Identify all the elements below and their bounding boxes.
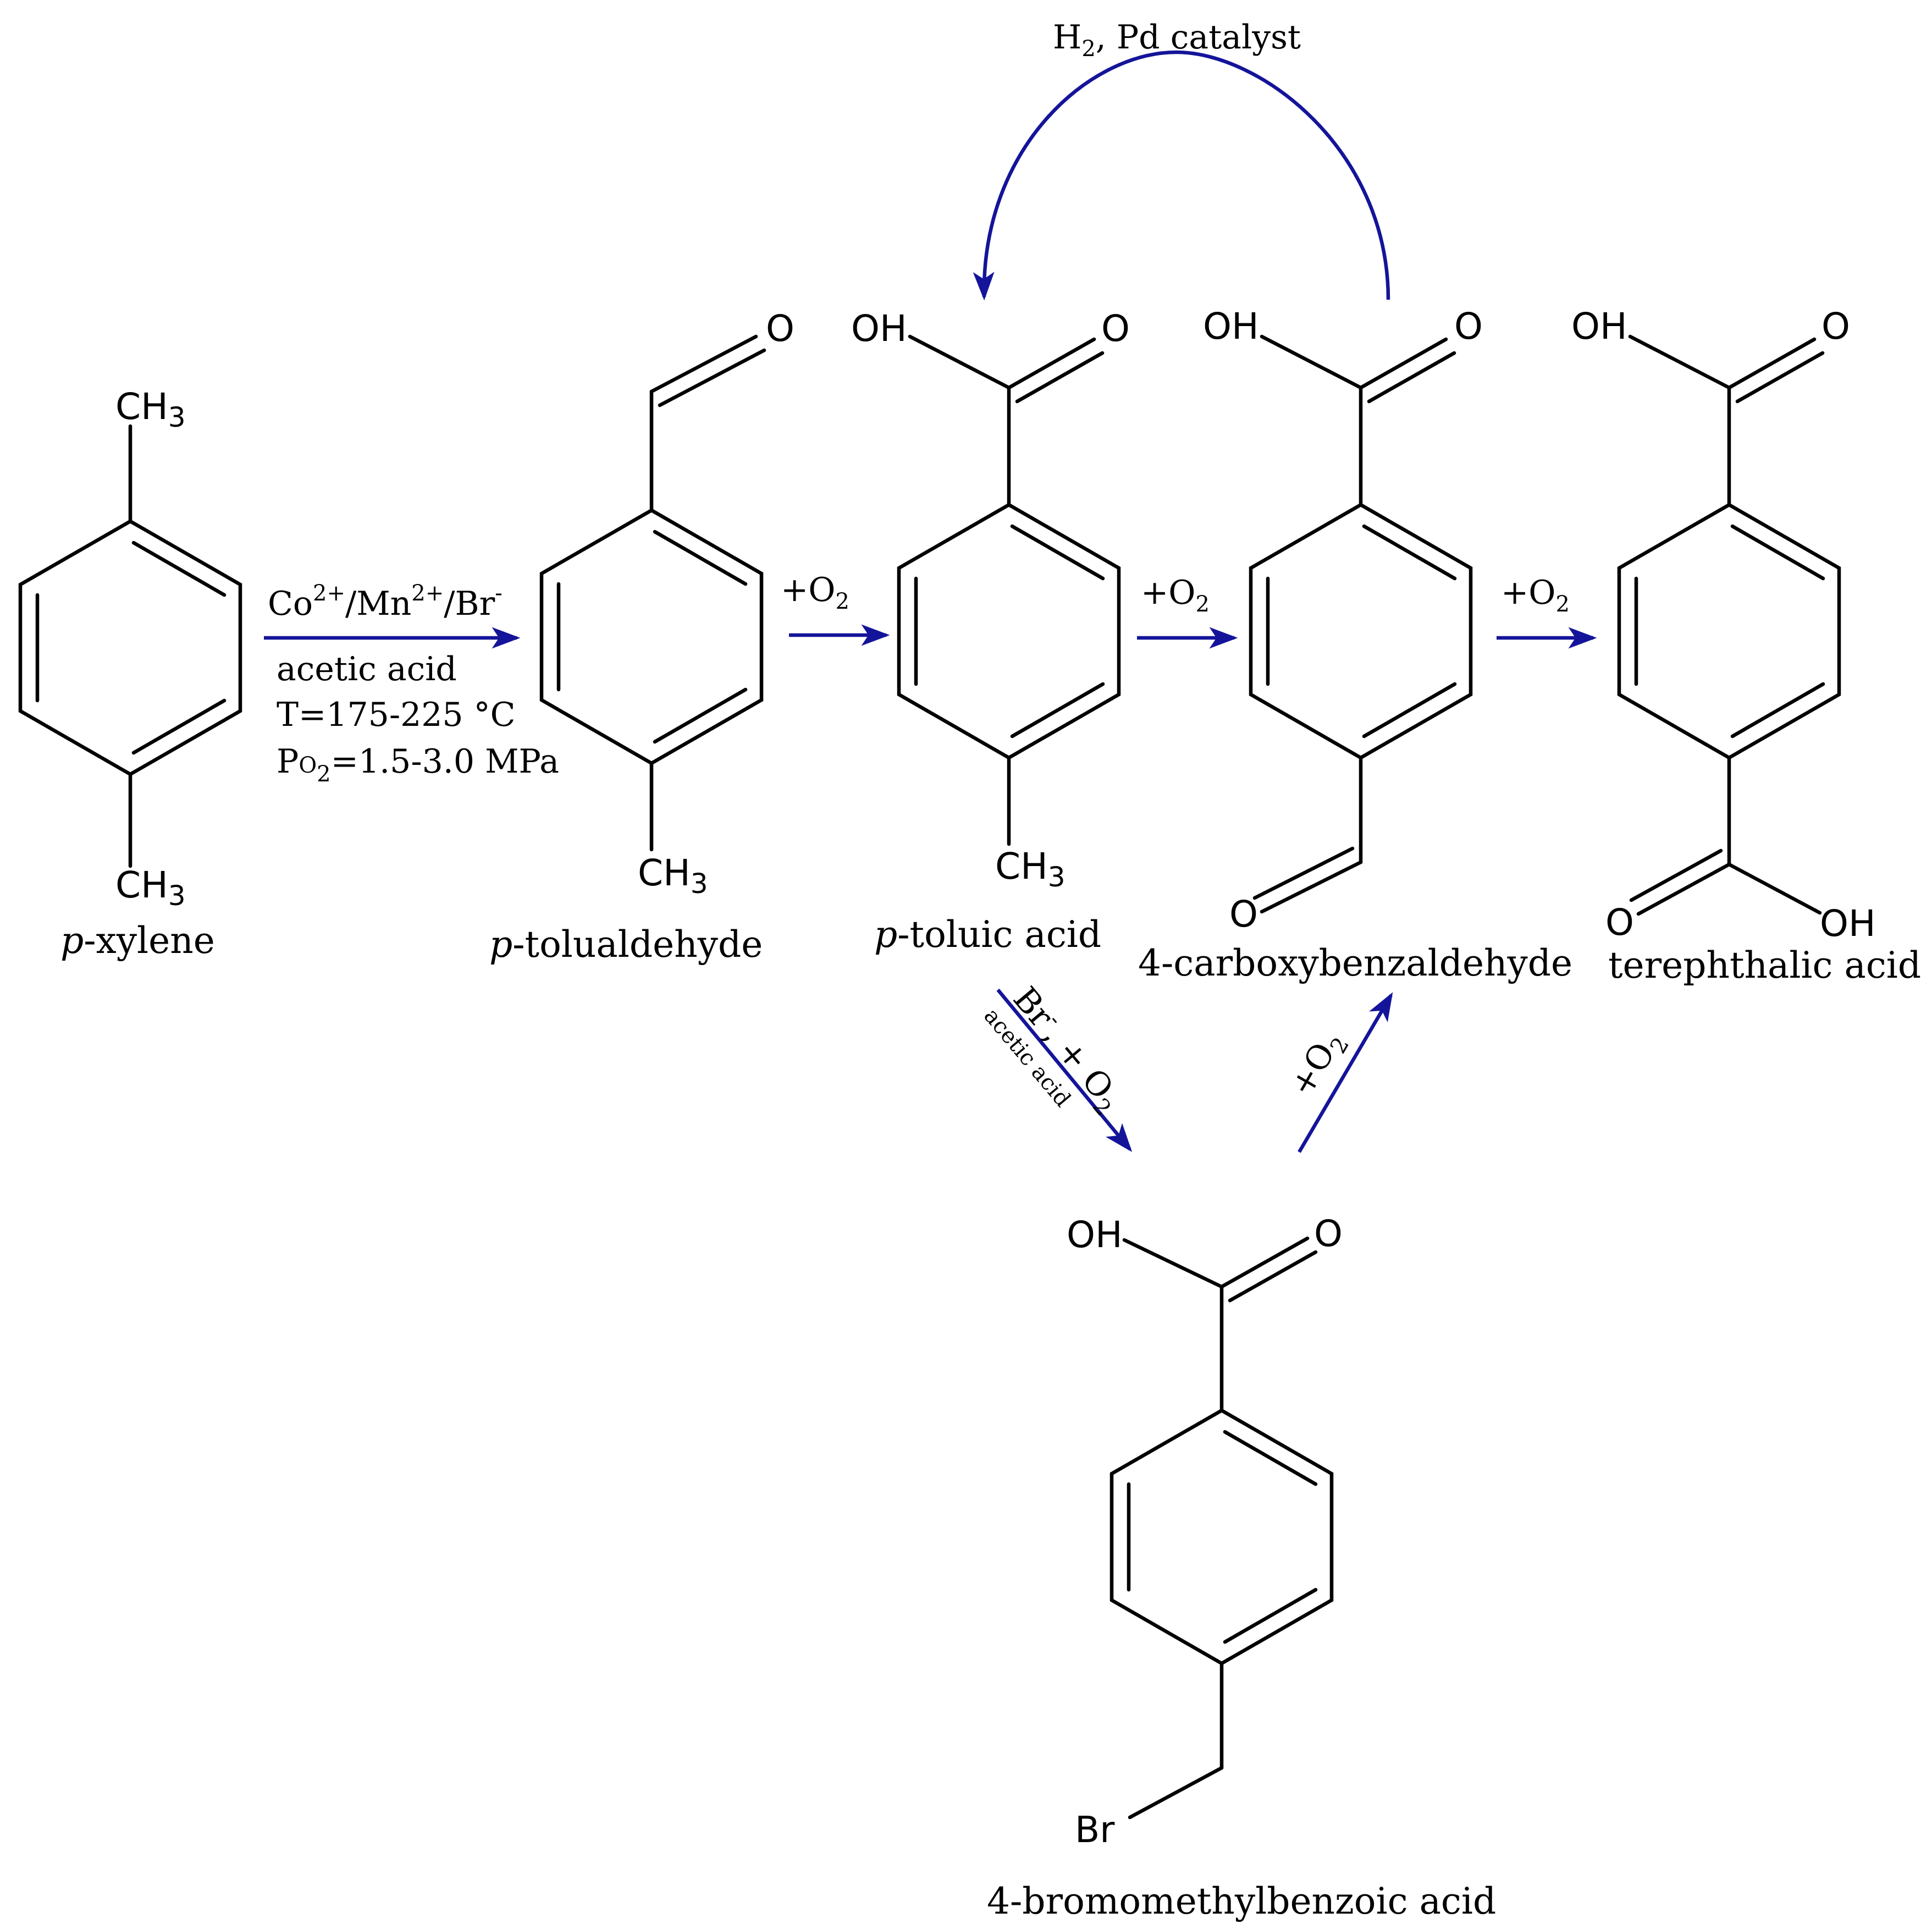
oxidation-conditions: +O2	[1282, 1024, 1354, 1105]
bromination-conditions: Br-, + O2 acetic acid	[979, 980, 1120, 1121]
methyl-label: CH3	[995, 845, 1066, 893]
hydroxyl-label: OH	[1067, 1214, 1123, 1256]
terephthalic-acid-name: terephthalic acid	[1608, 944, 1921, 986]
bromine-label: Br	[1075, 1809, 1115, 1851]
hydrogenation-curved-arrow	[973, 50, 1390, 301]
4-bromomethylbenzoic-acid-name: 4-bromomethylbenzoic acid	[987, 1880, 1496, 1922]
benzene-ring	[897, 503, 1121, 760]
p-tolualdehyde-name: p-tolualdehyde	[489, 923, 763, 966]
oxygen-label-step-4: +O2	[1501, 574, 1570, 617]
benzene-ring	[18, 519, 242, 776]
terephthalic-acid-structure: OH O O OH	[1571, 305, 1876, 945]
4-carboxybenzaldehyde-structure: OH O O	[1203, 305, 1483, 935]
carbonyl-oxygen-top-label: O	[1821, 305, 1850, 348]
hydroxyl-label: OH	[1203, 305, 1259, 348]
methyl-bottom-label: CH3	[115, 864, 186, 912]
aldehyde-oxygen-label: O	[766, 307, 794, 350]
carbonyl-oxygen-label: O	[1314, 1212, 1343, 1255]
carbonyl-oxygen-bottom-label: O	[1605, 901, 1634, 944]
hydroxyl-top-label: OH	[1571, 305, 1627, 348]
hydroxyl-label: OH	[851, 307, 907, 350]
p-toluic-acid-name: p-toluic acid	[874, 913, 1101, 956]
p-xylene-structure: CH3 CH3	[18, 385, 242, 912]
temperature-label: T=175-225 °C	[277, 696, 516, 734]
oxygen-label-branch: +O2	[1282, 1024, 1354, 1105]
catalyst-label: Co2+/Mn2+/Br-	[268, 581, 503, 623]
methyl-top-label: CH3	[115, 385, 186, 433]
solvent-label: acetic acid	[277, 650, 457, 688]
benzene-ring	[1617, 503, 1841, 760]
4-carboxybenzaldehyde-name: 4-carboxybenzaldehyde	[1138, 942, 1572, 984]
benzene-ring	[1249, 503, 1473, 760]
oxygen-label-step-2: +O2	[781, 571, 849, 614]
benzene-ring	[539, 508, 764, 765]
carbonyl-oxygen-label: O	[1454, 305, 1483, 348]
carbonyl-oxygen-label: O	[1101, 307, 1130, 350]
aldehyde-oxygen-label: O	[1229, 893, 1258, 935]
pressure-label: PO2=1.5-3.0 MPa	[277, 742, 559, 787]
4-bromomethylbenzoic-acid-structure: OH O Br	[1067, 1212, 1343, 1851]
benzene-ring	[1109, 1408, 1334, 1666]
arrow-bromination	[996, 988, 1133, 1153]
hydroxyl-bottom-label: OH	[1820, 902, 1876, 945]
hydrogenation-label: H2, Pd catalyst	[1053, 18, 1301, 62]
p-tolualdehyde-structure: O CH3	[539, 307, 794, 900]
oxygen-label-step-3: +O2	[1141, 574, 1210, 617]
p-toluic-acid-structure: OH O CH3	[851, 307, 1130, 893]
methyl-label: CH3	[638, 852, 708, 900]
arrow-oxidation-to-4cba	[1298, 992, 1393, 1153]
p-xylene-name: p-xylene	[60, 919, 215, 962]
